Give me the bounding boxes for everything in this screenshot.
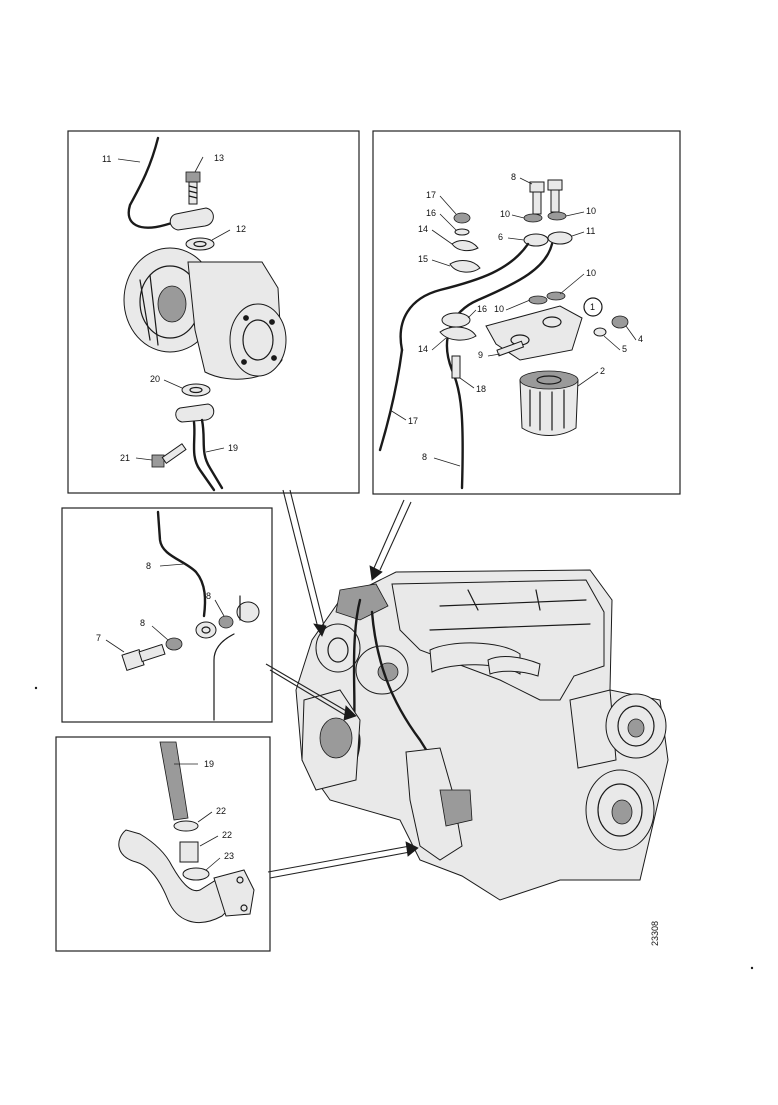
oil-pipe-11 — [127, 136, 184, 229]
callout-5: 5 — [622, 344, 627, 354]
nut-4 — [611, 315, 629, 329]
nut-17 — [453, 212, 471, 224]
panel-pipe-banjo-connection: 8 8 8 7 — [61, 507, 273, 723]
stud-9 — [496, 340, 525, 357]
callout-9: 9 — [478, 350, 483, 360]
return-flange — [175, 403, 215, 423]
pipe-11 — [399, 242, 530, 352]
gasket-20 — [181, 383, 211, 397]
callout-13: 13 — [214, 153, 224, 163]
engine-turbo — [315, 623, 361, 673]
callout-10: 10 — [500, 209, 510, 219]
callout-20: 20 — [150, 374, 160, 384]
turbocharger — [123, 247, 287, 380]
pipe-8 — [445, 242, 554, 490]
callout-10: 10 — [586, 206, 596, 216]
bolt-13 — [185, 171, 201, 205]
engine-illustration — [295, 569, 669, 901]
gasket-23 — [182, 867, 210, 881]
washer-8 — [218, 615, 234, 629]
callout-17: 17 — [426, 190, 436, 200]
callout-10: 10 — [494, 304, 504, 314]
callout-16: 16 — [426, 208, 436, 218]
banjo-bolt-7 — [121, 643, 166, 672]
callout-10: 10 — [586, 268, 596, 278]
clamp-14 — [451, 240, 479, 252]
callout-16: 16 — [477, 304, 487, 314]
callout-18: 18 — [476, 384, 486, 394]
callout-22: 22 — [222, 830, 232, 840]
bolt-18 — [451, 355, 461, 379]
panel-frame — [55, 736, 271, 952]
sleeve-22 — [179, 841, 199, 863]
callout-17: 17 — [408, 416, 418, 426]
banjo-bolts-8 — [529, 179, 563, 215]
callout-14: 14 — [418, 224, 428, 234]
callout-19: 19 — [204, 759, 214, 769]
pipe-8 — [156, 510, 207, 618]
clamp-14b — [439, 326, 477, 341]
washer-16 — [454, 228, 470, 236]
panel-frame — [372, 130, 681, 495]
panel-oil-filter-bracket: 8 17 16 10 10 14 6 11 15 10 10 16 1 4 14… — [372, 130, 681, 495]
callout-8: 8 — [206, 591, 211, 601]
callout-11: 11 — [586, 226, 595, 236]
callout-22: 22 — [216, 806, 226, 816]
banjo-11 — [547, 231, 573, 245]
return-pipe-19 — [192, 420, 216, 492]
union-8 — [236, 601, 260, 623]
panel-turbo-oil-supply: 11 13 12 20 21 19 — [67, 130, 360, 494]
callout-4: 4 — [638, 334, 643, 344]
banjo-fitting — [195, 621, 217, 639]
gasket-12 — [185, 237, 215, 251]
return-elbow — [118, 829, 233, 924]
callout-21: 21 — [120, 453, 130, 463]
callout-2: 2 — [600, 366, 605, 376]
engine-elbow — [405, 747, 463, 861]
clamp-16 — [441, 312, 471, 328]
bolt-21 — [151, 443, 187, 468]
panel-frame — [67, 130, 360, 494]
speck — [34, 686, 38, 690]
washer-10 — [523, 213, 543, 223]
callout-8: 8 — [422, 452, 427, 462]
callout-23: 23 — [224, 851, 234, 861]
ref-circle-1 — [583, 297, 603, 317]
valve-cover — [391, 579, 605, 701]
washer-10 — [547, 211, 567, 221]
oil-filter-2 — [519, 370, 579, 436]
washer-8 — [165, 637, 183, 651]
speck — [750, 966, 754, 970]
seal-22 — [173, 820, 199, 832]
callout-7: 7 — [96, 633, 101, 643]
pipe-11-down — [378, 348, 404, 452]
callout-12: 12 — [236, 224, 246, 234]
callout-8: 8 — [511, 172, 516, 182]
pipe-flange — [169, 207, 214, 231]
callout-1: 1 — [590, 302, 595, 312]
drawing-number: 23308 — [650, 921, 660, 946]
panel-frame — [61, 507, 273, 723]
callout-19: 19 — [228, 443, 238, 453]
panel-return-pipe: 19 22 22 23 — [55, 736, 271, 952]
callout-15: 15 — [418, 254, 428, 264]
callout-8: 8 — [140, 618, 145, 628]
callout-14: 14 — [418, 344, 428, 354]
callout-11: 11 — [102, 154, 111, 164]
clip-15 — [449, 260, 481, 273]
callout-8: 8 — [146, 561, 151, 571]
pipe-19 — [159, 741, 189, 821]
pointer-arrows — [265, 489, 419, 879]
callout-6: 6 — [498, 232, 503, 242]
washer-5 — [593, 327, 607, 337]
engine-filter-bracket — [335, 583, 389, 621]
